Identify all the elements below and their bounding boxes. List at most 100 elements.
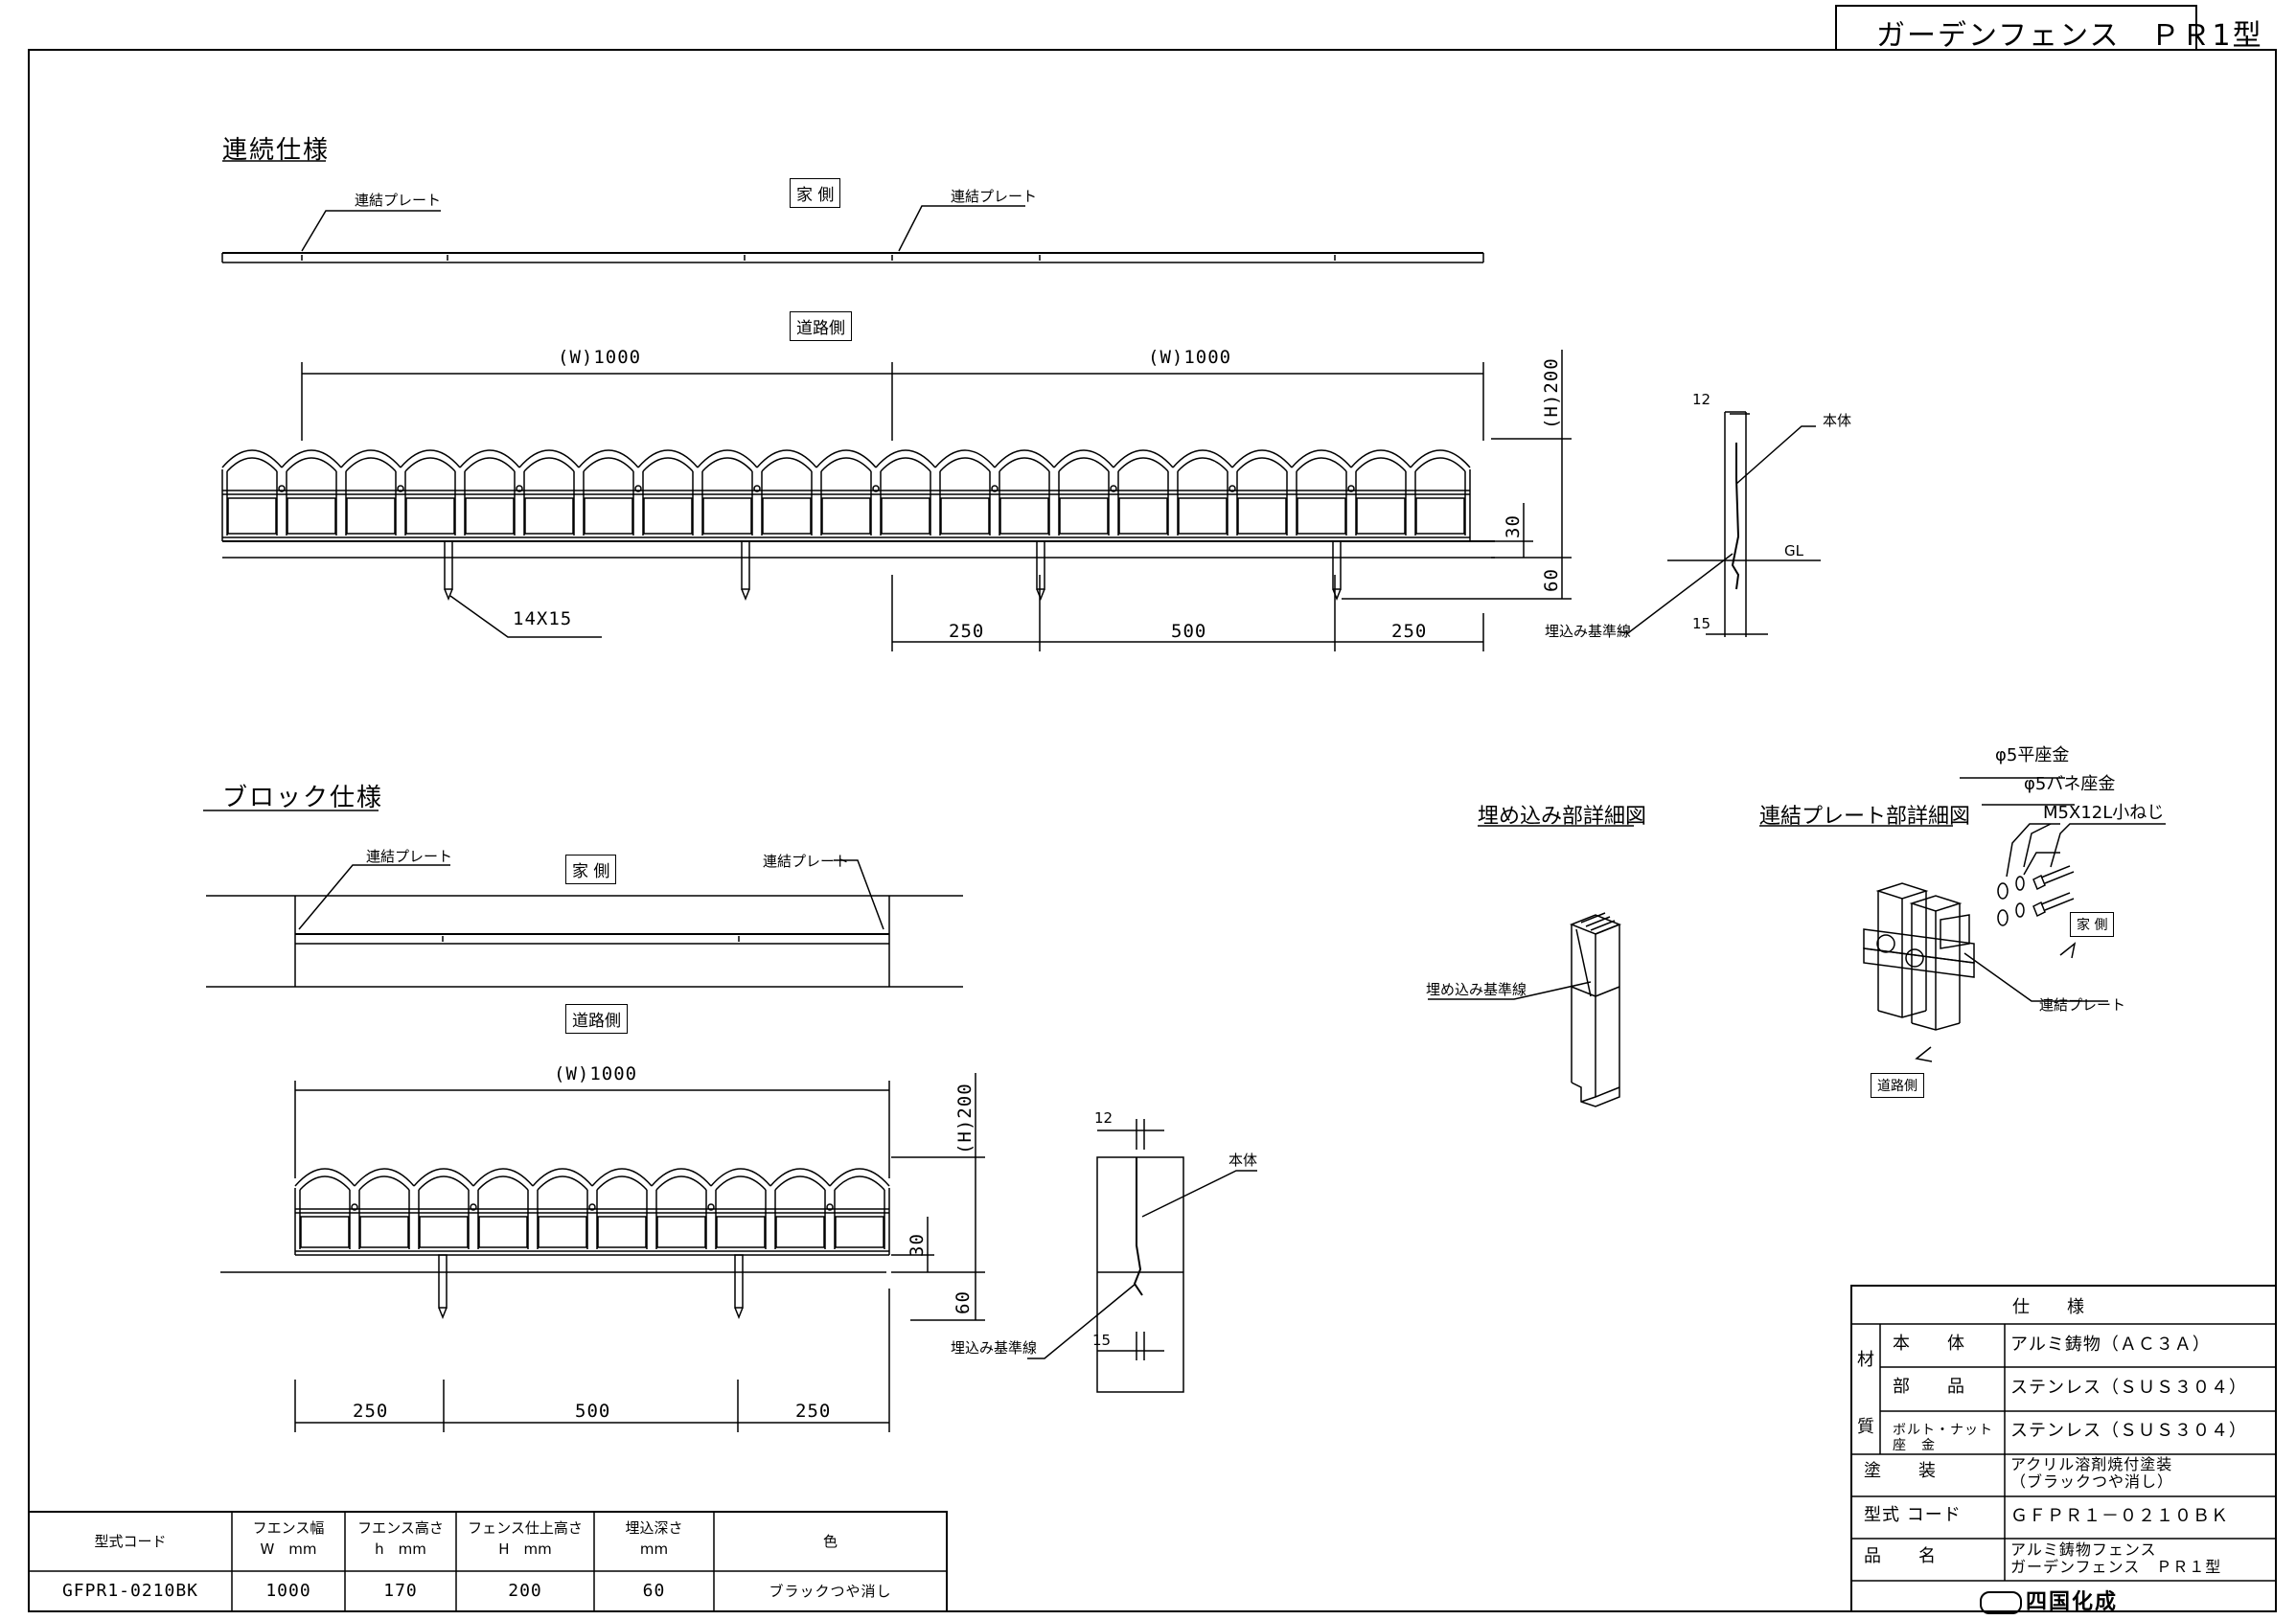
fence-arch	[281, 449, 342, 468]
fence-pin-tip	[1332, 588, 1342, 602]
fence-bolt	[1228, 485, 1236, 492]
fence-panel	[1059, 497, 1109, 535]
spec-row-label: ボルト・ナット 座 金	[1893, 1423, 1993, 1453]
fence-panel	[538, 1216, 587, 1248]
label-washer-flat: φ5平座金	[1995, 745, 2070, 765]
fence-arch	[459, 449, 520, 468]
fence-arch	[464, 457, 516, 472]
fence-arch	[655, 1175, 707, 1191]
fence-pin	[734, 1254, 744, 1309]
fence-arch	[1350, 449, 1412, 468]
fence-panel	[1118, 497, 1168, 535]
fence-arch	[286, 457, 337, 472]
fence-arch	[1117, 457, 1169, 472]
burial-post-iso	[1569, 912, 1622, 1107]
fence-arch	[537, 1175, 588, 1191]
leader-line	[834, 859, 884, 930]
leader-line	[2006, 823, 2060, 878]
fence-arch	[642, 457, 694, 472]
label-burial-line: 埋込み基準線	[951, 1339, 1038, 1357]
fence-arch	[939, 457, 991, 472]
fence-panel	[1297, 497, 1346, 535]
dim-250: 250	[795, 1401, 832, 1422]
fence-arch	[756, 449, 817, 468]
fence-arch	[578, 449, 639, 468]
spec-row-value: アクリル溶剤焼付塗装 （ブラックつや消し）	[2010, 1455, 2174, 1491]
fence-arch	[518, 449, 580, 468]
leader-line	[2050, 823, 2166, 868]
dim-250: 250	[1391, 621, 1428, 642]
spec-row-value: ステンレス（ＳＵＳ３０４）	[2010, 1378, 2247, 1398]
fence-bolt	[588, 1203, 596, 1211]
fence-panel	[1415, 497, 1465, 535]
fence-bolt	[707, 1203, 715, 1211]
fence-arch	[999, 457, 1050, 472]
dim-h200: (H)200	[954, 1083, 976, 1154]
fence-panel	[656, 1216, 706, 1248]
section-title-burial: 埋め込み部詳細図	[1478, 805, 1647, 829]
section-title-block: ブロック仕様	[222, 784, 384, 812]
spec-row-label: 塗 装	[1864, 1461, 1937, 1481]
product-table-header: 色	[822, 1533, 838, 1550]
spec-material-label: 材	[1857, 1350, 1875, 1370]
product-table-cell: 1000	[265, 1581, 311, 1601]
fence-arch	[418, 1175, 470, 1191]
label-house-side: 家 側	[790, 178, 841, 208]
label-burial-line: 埋込み基準線	[1545, 623, 1632, 640]
leader-line	[1027, 1283, 1137, 1359]
product-table-cell: 60	[642, 1581, 666, 1601]
dim-15: 15	[1092, 1332, 1112, 1349]
fence-arch	[651, 1168, 712, 1187]
leader-line	[1619, 553, 1733, 633]
sheet-border	[28, 49, 2277, 1612]
fence-bolt	[516, 485, 523, 492]
fence-arch	[815, 449, 877, 468]
fence-panel	[716, 1216, 766, 1248]
product-table-header: フエンス幅 W mm	[252, 1519, 325, 1558]
fence-arch	[697, 449, 758, 468]
fence-panel	[419, 1216, 469, 1248]
dim-w1000: (W)1000	[558, 347, 642, 368]
fence-arch	[345, 457, 397, 472]
dim-12: 12	[1094, 1109, 1114, 1127]
fence-arch	[1296, 457, 1347, 472]
spec-row-value: アルミ鋳物（ＡＣ３Ａ）	[2010, 1335, 2211, 1355]
section-title-continuous: 連続仕様	[222, 136, 331, 165]
fence-arch	[1113, 449, 1174, 468]
fence-arch	[523, 457, 575, 472]
fence-arch	[404, 457, 456, 472]
fence-arch	[1414, 457, 1466, 472]
fence-arch	[1410, 449, 1471, 468]
fence-panel	[775, 1216, 825, 1248]
company-logo: 四国化成	[1980, 1585, 2118, 1615]
label-connect-plate: 連結プレート	[763, 853, 850, 870]
fence-panel	[835, 1216, 884, 1248]
spec-table-header: 仕 様	[2012, 1297, 2085, 1317]
fence-arch	[477, 1175, 529, 1191]
fence-panel	[300, 1216, 350, 1248]
section-title-plate: 連結プレート部詳細図	[1759, 805, 1971, 829]
product-table-header: 型式コード	[94, 1533, 167, 1550]
dim-500: 500	[1171, 621, 1207, 642]
fence-arch	[934, 449, 996, 468]
title-box	[1835, 5, 2197, 51]
fence-bolt	[351, 1203, 358, 1211]
fence-arch	[1058, 457, 1110, 472]
dim-h200: (H)200	[1541, 357, 1562, 429]
fence-panel	[287, 497, 336, 535]
fence-arch	[875, 449, 936, 468]
fence-arch	[715, 1175, 767, 1191]
dim-250: 250	[949, 621, 985, 642]
fence-arch	[591, 1168, 653, 1187]
leader-line	[2023, 823, 2052, 868]
label-screw: M5X12L小ねじ	[2043, 803, 2165, 823]
spec-material-label: 質	[1857, 1417, 1875, 1437]
product-table-cell: GFPR1-0210BK	[61, 1581, 199, 1601]
label-pin-size: 14X15	[513, 608, 573, 629]
fence-pin-tip	[741, 588, 750, 602]
fence-panel	[359, 1216, 409, 1248]
fence-bolt	[753, 485, 761, 492]
fence-arch	[299, 1175, 351, 1191]
